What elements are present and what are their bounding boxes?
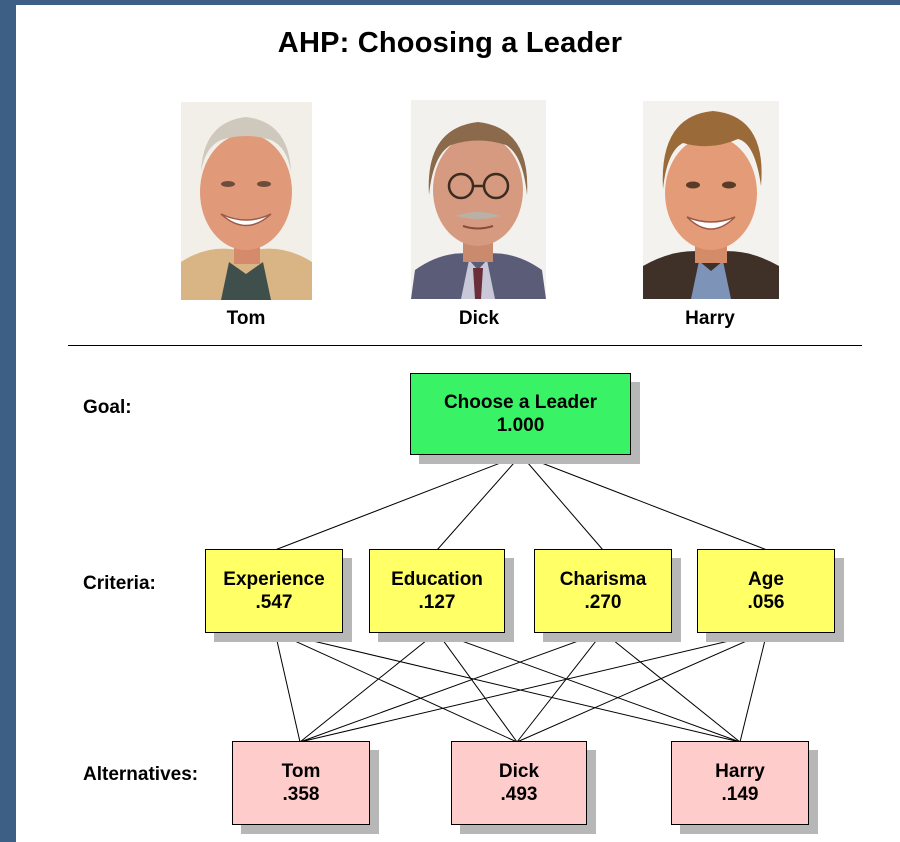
alternative-weight: .493 [500, 784, 538, 805]
criteria-label: Age [748, 569, 784, 590]
criteria-label: Education [391, 569, 483, 590]
link-goal-education [436, 454, 522, 551]
link-goal-charisma [520, 454, 604, 551]
link-experience-dick [274, 631, 518, 743]
window-frame-left [0, 0, 16, 842]
alternative-node-tom: Tom .358 [232, 741, 370, 825]
person-name-dick: Dick [458, 308, 500, 329]
criteria-node-education: Education .127 [369, 549, 505, 633]
link-education-harry [436, 631, 741, 743]
link-charisma-tom [299, 631, 604, 743]
portrait-tom [181, 102, 312, 300]
link-goal-age [520, 454, 768, 551]
goal-label: Choose a Leader [443, 392, 598, 413]
alternative-weight: .149 [721, 784, 759, 805]
person-name-tom: Tom [226, 308, 266, 329]
criteria-node-age: Age .056 [697, 549, 835, 633]
link-charisma-dick [516, 631, 604, 743]
criteria-label: Experience [223, 569, 325, 590]
alternative-label: Tom [281, 761, 321, 782]
link-charisma-harry [602, 631, 741, 743]
link-education-dick [436, 631, 518, 743]
criteria-weight: .127 [418, 592, 456, 613]
alternative-label: Harry [715, 761, 765, 782]
criteria-weight: .056 [747, 592, 785, 613]
portrait-harry [643, 101, 779, 299]
goal-node: Choose a Leader 1.000 [410, 373, 631, 455]
link-goal-experience [274, 454, 522, 551]
alternative-node-dick: Dick .493 [451, 741, 587, 825]
portrait-dick [411, 100, 546, 299]
criteria-node-charisma: Charisma .270 [534, 549, 672, 633]
criteria-weight: .270 [584, 592, 622, 613]
goal-weight: 1.000 [496, 415, 545, 436]
link-experience-harry [274, 631, 741, 743]
window-frame-top [0, 0, 900, 5]
alternative-label: Dick [498, 761, 540, 782]
level-label-alternatives: Alternatives: [83, 764, 199, 785]
link-experience-tom [274, 631, 301, 743]
link-education-tom [299, 631, 438, 743]
criteria-node-experience: Experience .547 [205, 549, 343, 633]
level-label-goal: Goal: [83, 397, 132, 418]
level-label-criteria: Criteria: [83, 573, 156, 594]
divider-line [68, 345, 862, 346]
criteria-label: Charisma [559, 569, 647, 590]
link-age-dick [516, 631, 768, 743]
person-name-harry: Harry [685, 308, 735, 329]
criteria-weight: .547 [255, 592, 293, 613]
alternative-node-harry: Harry .149 [671, 741, 809, 825]
link-age-tom [299, 631, 768, 743]
slide-title: AHP: Choosing a Leader [277, 27, 623, 59]
alternative-weight: .358 [282, 784, 320, 805]
link-age-harry [739, 631, 768, 743]
